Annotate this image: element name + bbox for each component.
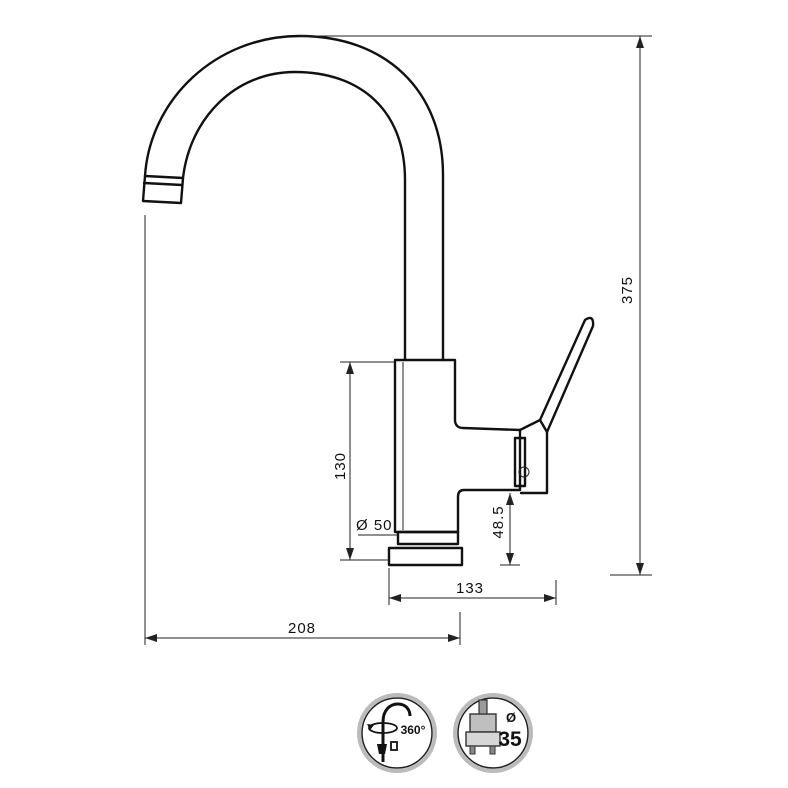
- spout-inner-edge: [181, 70, 407, 362]
- dimension-total-height: 375: [300, 35, 652, 576]
- dimension-label-130: 130: [332, 452, 349, 480]
- dimension-label-208: 208: [288, 620, 316, 637]
- cartridge-size-label: 35: [498, 728, 522, 751]
- cartridge-diameter-symbol: Ø: [506, 710, 516, 725]
- faucet-base-plate: [387, 546, 464, 567]
- cartridge-icon: [465, 699, 501, 755]
- dimension-spout-reach: 208: [144, 215, 461, 645]
- dimension-label-375: 375: [619, 276, 636, 304]
- dimension-label-diameter-50: Ø 50: [356, 517, 393, 534]
- spout-outer-edge: [143, 34, 445, 362]
- spout-aerator: [141, 174, 185, 205]
- faucet-body: [141, 34, 595, 567]
- dimension-handle-height: 48.5: [490, 493, 520, 566]
- swivel-360-label: 360°: [401, 723, 426, 737]
- dimension-label-48-5: 48.5: [490, 505, 507, 538]
- dimension-base-diameter: Ø 50: [356, 517, 398, 536]
- swivel-360-badge: 360°: [357, 693, 437, 773]
- dimension-handle-reach: 133: [388, 568, 557, 605]
- cartridge-35-badge: Ø 35: [453, 693, 533, 773]
- dimension-label-133: 133: [456, 580, 484, 597]
- body-column: [393, 358, 522, 534]
- swivel-rotation-icon: [367, 702, 412, 762]
- faucet-base-ring: [396, 530, 460, 546]
- dimension-base-height: 130: [332, 361, 395, 561]
- lever-handle: [518, 316, 595, 495]
